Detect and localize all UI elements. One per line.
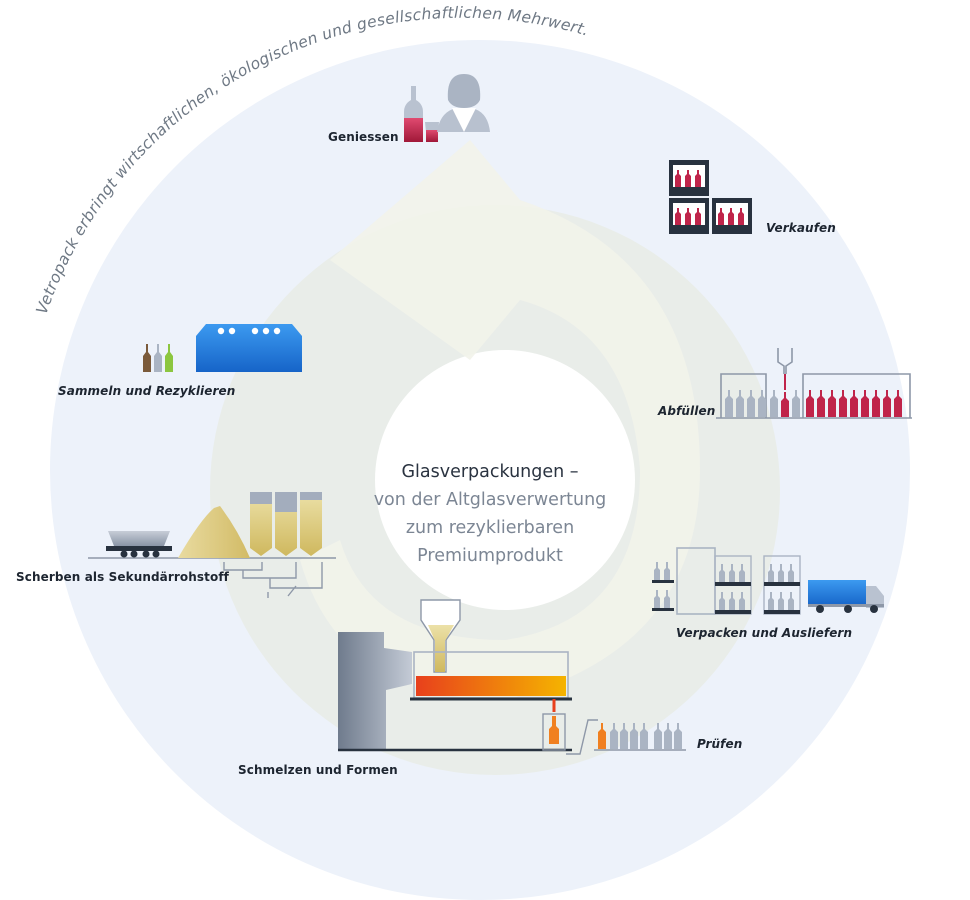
center-title-line1: Glasverpackungen – — [401, 462, 579, 482]
center-title-line4: Premiumprodukt — [417, 546, 563, 566]
label-sammeln: Sammeln und Rezyklieren — [58, 384, 236, 398]
crate-icon — [669, 198, 709, 234]
conveyor-lines — [223, 562, 323, 598]
inner-ring — [375, 350, 635, 610]
cycle-arrow-shape — [300, 140, 700, 700]
label-schmelzen: Schmelzen und Formen — [238, 763, 398, 777]
center-title-line2: von der Altglasverwertung — [373, 490, 607, 510]
verpacken-illustration — [652, 547, 884, 615]
molten-glass — [416, 676, 566, 696]
center-title-line3: zum rezyklierbaren — [405, 518, 575, 538]
forming-mould — [542, 713, 566, 751]
pallet-shelf — [763, 555, 801, 615]
recycling-container-icon — [196, 324, 302, 372]
brown-bottle-icon — [143, 344, 151, 372]
schmelzen-illustration — [338, 599, 572, 752]
silo-icon — [300, 492, 322, 556]
verkaufen-crates — [669, 160, 752, 234]
center-title: Glasverpackungen – von der Altglasverwer… — [360, 458, 620, 570]
label-pruefen: Prüfen — [697, 737, 743, 751]
pallet-shelf — [652, 562, 674, 611]
cullet-pile — [178, 506, 250, 558]
white-bottle-icon — [154, 344, 162, 372]
green-bottle-icon — [165, 344, 173, 372]
pruefen-illustration — [566, 719, 686, 755]
filled-bottles — [806, 390, 902, 417]
empty-bottles — [725, 390, 778, 417]
filler-nozzle-icon — [777, 348, 793, 374]
woman-icon — [437, 74, 490, 132]
crate-icon — [669, 160, 709, 196]
label-abfuellen: Abfüllen — [658, 404, 716, 418]
scherben-illustration — [88, 492, 336, 598]
crate-icon — [712, 198, 752, 234]
bottle-being-filled — [781, 392, 789, 417]
silo-icon — [250, 492, 272, 556]
rail-wagon-icon — [106, 531, 172, 558]
delivery-truck-icon — [808, 580, 884, 613]
label-verkaufen: Verkaufen — [766, 221, 836, 235]
furnace-chimney — [338, 632, 412, 750]
abfuellen-line — [716, 348, 912, 419]
label-geniessen: Geniessen — [328, 130, 399, 144]
label-scherben: Scherben als Sekundärrohstoff — [16, 570, 229, 584]
label-verpacken: Verpacken und Ausliefern — [676, 626, 853, 640]
silo-icon — [275, 492, 297, 556]
inspected-bottles — [610, 723, 682, 749]
pallet-shelf — [714, 555, 752, 615]
geniessen-illustration — [404, 74, 490, 142]
sammeln-illustration — [143, 324, 302, 372]
